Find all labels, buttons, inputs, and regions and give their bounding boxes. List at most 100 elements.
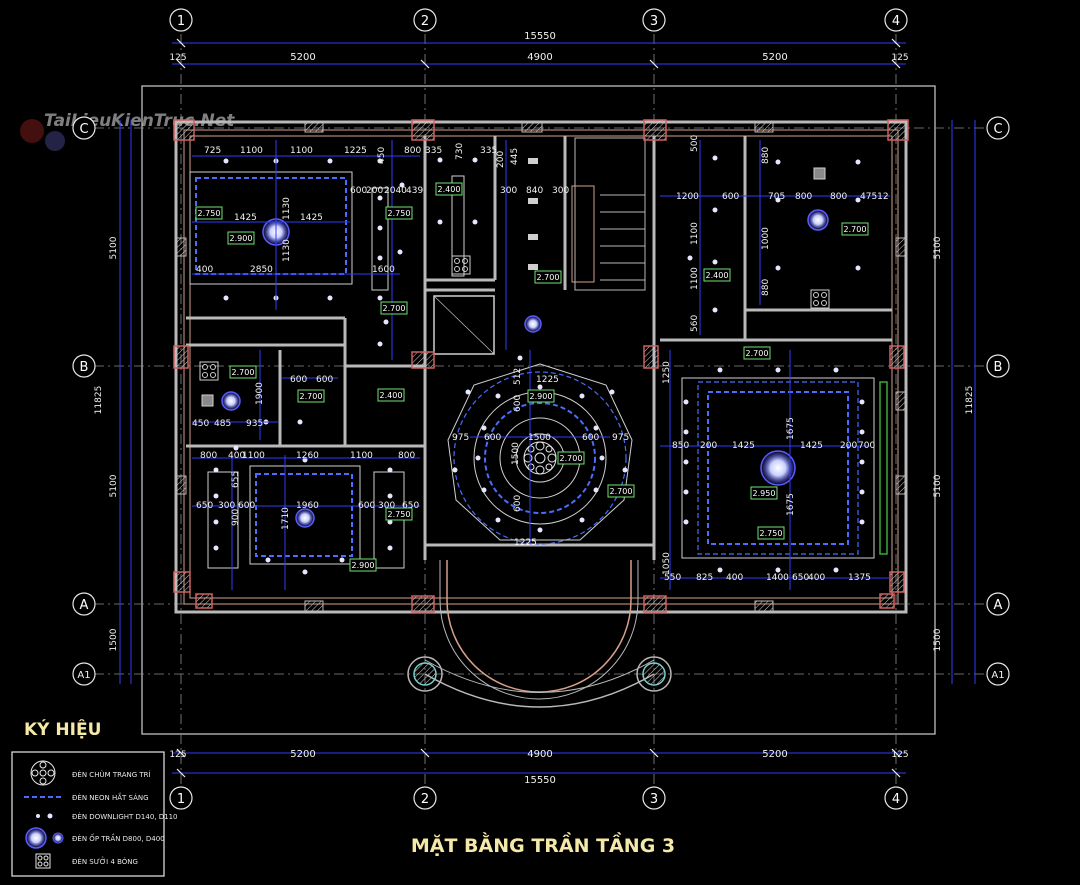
axis-bubble-bottom-3: 3	[642, 786, 666, 810]
ceiling-height-tag: 2.400	[377, 388, 405, 402]
legend: KÝ HIỆU ĐÈN CHÙM TRANG TRÍ ĐÈN NEON HẮT …	[11, 718, 177, 877]
dim-right-total: 11825	[965, 386, 975, 415]
interior-dimension-lines	[192, 140, 890, 590]
ceiling-height-value: 2.700	[232, 368, 255, 377]
dim: 400	[196, 265, 213, 275]
heater-icons	[199, 167, 830, 407]
legend-label: ĐÈN CHÙM TRANG TRÍ	[72, 770, 151, 779]
dim: 1675	[786, 493, 796, 516]
dim: 840	[526, 186, 543, 196]
dim: 400	[726, 573, 743, 583]
ceiling-height-tag: 2.700	[841, 222, 869, 236]
svg-text:4: 4	[892, 14, 900, 29]
dim: 300	[218, 501, 235, 511]
dim: 512	[513, 368, 523, 385]
dim: 975	[612, 433, 629, 443]
dim: 880	[761, 147, 771, 164]
ceiling-height-value: 2.750	[388, 510, 411, 519]
axis-bubble-bottom-4: 4	[884, 786, 908, 810]
dim: 600	[316, 375, 333, 385]
dim-right-seg: 5100	[933, 236, 943, 259]
heater-icon	[35, 853, 51, 869]
ceiling-height-tag: 2.750	[385, 507, 413, 521]
svg-text:1: 1	[177, 792, 185, 807]
interior-dimensions: 725 1100 1100 1225 450 800 335 730 335 2…	[192, 135, 889, 583]
dim: 600	[290, 375, 307, 385]
dim: 730	[455, 143, 465, 160]
dim-left-seg: 1500	[109, 628, 119, 651]
dim: 650	[792, 573, 809, 583]
ceiling-height-value: 2.900	[530, 392, 553, 401]
dim: 1710	[281, 507, 291, 530]
chandelier-icon	[30, 760, 56, 786]
dim: 400	[228, 451, 245, 461]
svg-text:3: 3	[650, 792, 658, 807]
ceiling-height-value: 2.700	[537, 273, 560, 282]
dim: 655	[231, 471, 241, 488]
dim: 1100	[242, 451, 265, 461]
dim: 1500	[511, 442, 521, 465]
ceiling-height-tag: 2.700	[743, 346, 771, 360]
elevator	[433, 295, 495, 355]
ceiling-height-value: 2.400	[438, 185, 461, 194]
dim: 1225	[536, 375, 559, 385]
dim: 880	[761, 279, 771, 296]
dim-top-seg: 5200	[290, 52, 315, 63]
ceiling-height-value: 2.900	[230, 234, 253, 243]
dim: 2040	[384, 186, 407, 196]
ceiling-height-tag: 2.750	[195, 206, 223, 220]
ceiling-height-tag: 2.700	[380, 301, 408, 315]
svg-text:B: B	[994, 360, 1003, 375]
pilasters	[175, 121, 907, 612]
dim: 1375	[848, 573, 871, 583]
outer-dimensions: 15550 125 5200 4900 5200 125 125 5200 49…	[94, 31, 975, 786]
dim: 1130	[282, 239, 292, 262]
dim-left-total: 11825	[94, 386, 104, 415]
dim: 450	[377, 147, 387, 164]
ceiling-height-tag: 2.700	[229, 365, 257, 379]
axis-bubble-top-1: 1	[169, 8, 193, 32]
dim-bottom-seg: 125	[169, 750, 186, 760]
axis-bubble-bottom-2: 2	[413, 786, 437, 810]
dim: 1500	[528, 433, 551, 443]
dim: 47512	[860, 192, 889, 202]
dim: 700	[858, 441, 875, 451]
ceiling-height-tag: 2.700	[297, 389, 325, 403]
dim: 800	[398, 451, 415, 461]
dim: 900	[231, 509, 241, 526]
dim: 439	[406, 186, 423, 196]
dim: 445	[510, 148, 520, 165]
sheet-frame	[141, 85, 936, 735]
dim: 1400	[766, 573, 789, 583]
axis-bubble-top-4: 4	[884, 8, 908, 32]
svg-text:1: 1	[177, 14, 185, 29]
ceiling-height-value: 2.700	[610, 487, 633, 496]
dim: 1130	[282, 197, 292, 220]
dim: 600	[582, 433, 599, 443]
building-walls	[173, 119, 909, 614]
legend-label: ĐÈN ỐP TRẦN D800, D400	[72, 833, 165, 843]
downlight-icon	[36, 813, 53, 819]
dim: 650	[402, 501, 419, 511]
ceiling-lamp-icon	[25, 827, 64, 849]
dim: 600	[350, 186, 367, 196]
dim: 600	[238, 501, 255, 511]
dim: 200	[496, 151, 506, 168]
ceiling-height-value: 2.700	[746, 349, 769, 358]
dimension-ticks	[176, 38, 901, 778]
legend-label: ĐÈN DOWNLIGHT D140, D110	[72, 812, 177, 821]
dim: 1900	[255, 382, 265, 405]
dim: 800	[200, 451, 217, 461]
dim: 1050	[662, 552, 672, 575]
downlights	[213, 155, 865, 575]
ceiling-height-value: 2.700	[300, 392, 323, 401]
ceiling-height-tag: 2.750	[385, 206, 413, 220]
ceiling-height-value: 2.750	[198, 209, 221, 218]
dim: 500	[690, 135, 700, 152]
ceiling-height-value: 2.700	[560, 454, 583, 463]
curtain-box	[879, 381, 888, 555]
dim: 485	[214, 419, 231, 429]
dim: 1675	[786, 417, 796, 440]
dim: 1425	[800, 441, 823, 451]
